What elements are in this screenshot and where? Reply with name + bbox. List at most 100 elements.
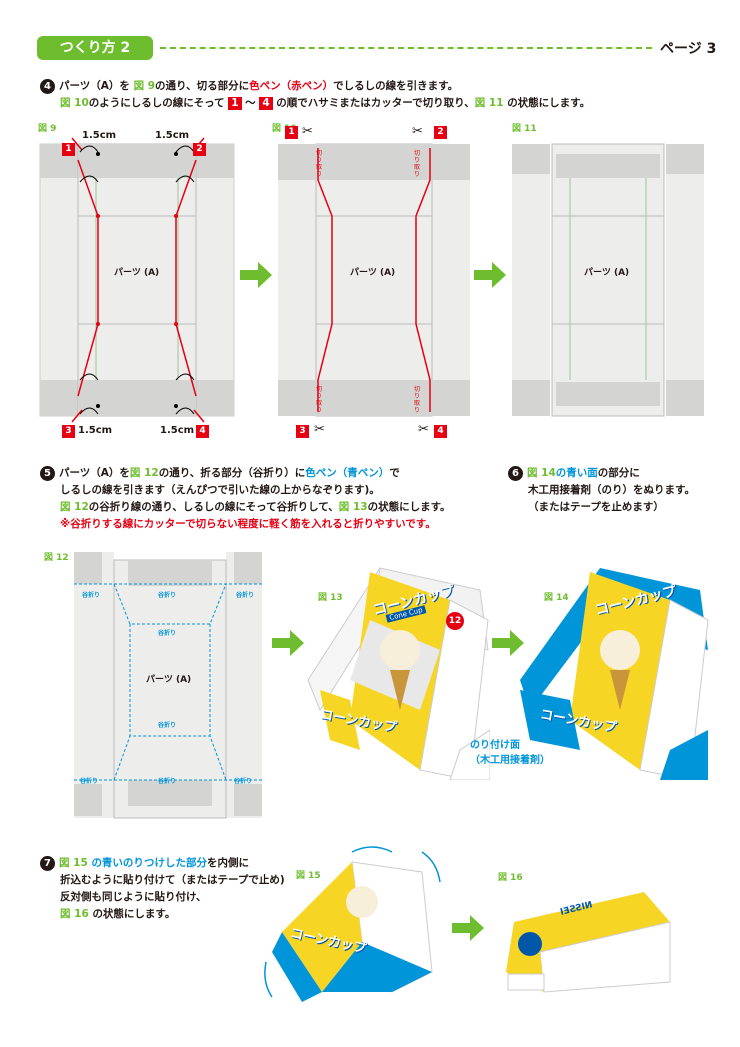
valley-fold-label: 谷折り [158,592,177,599]
next-arrow-icon [240,262,272,288]
text: の状態にします。 [507,97,591,109]
fig10-label: 図 10 [272,124,297,134]
valley-fold-label: 谷折り [158,630,177,637]
page-number: ページ 3 [660,41,717,57]
next-arrow-icon [492,630,524,656]
fig-ref: 図 15 [59,857,88,869]
cut-step-3: 3 [62,425,75,438]
step-number: 5 [40,465,55,481]
measure-label: 1.5cm [155,130,190,141]
scissors-icon: ✂ [412,124,423,139]
cut-step-1: 1 [62,143,75,156]
step5-line3: 図 12の谷折り線の通り、しるしの線にそって谷折りして、図 13の状態にします。 [40,499,470,516]
cut-step-2: 2 [434,126,447,139]
fig15-label: 図 15 [296,871,321,881]
fig11-label: 図 11 [512,124,537,134]
text: の状態にします。 [367,501,451,513]
fig16-box-image [506,892,671,993]
valley-fold-label: 谷折り [80,778,99,785]
fig12-drawing [74,552,262,819]
fig-ref: 図 9 [133,80,156,92]
text: パーツ（A）を [59,467,130,479]
fig-ref: 図 12 [129,467,159,479]
fig-ref: 図 12 [60,501,89,513]
step6-line2: 木工用接着剤（のり）をぬります。 [528,484,695,496]
valley-fold-label: 谷折り [82,592,101,599]
num-box: 1 [228,97,242,110]
glue-surface-label: のり付け面 （木工用接着剤） [470,738,550,768]
fig9-drawing [39,137,235,423]
text: 〜 [245,97,256,109]
step-number: 6 [508,465,523,481]
step7-instructions: 7 図 15 の青いのりつけした部分を内側に 折込むように貼り付けて（またはテープ… [40,855,310,923]
cut-note: 切り取り [414,150,421,178]
scissors-icon: ✂ [302,124,313,139]
fig9-label: 図 9 [38,124,57,134]
step5-line1: 5 パーツ（A）を図 12の通り、折る部分（谷折り）に色ペン（青ペン）で [40,465,470,482]
text: でしるしの線を引きます。 [333,80,459,92]
measure-label: 1.5cm [160,425,195,436]
text: の谷折り線の通り、しるしの線にそって谷折りして、 [88,501,339,513]
part-label: パーツ (A) [350,268,396,278]
fig10-drawing [278,143,470,417]
cut-step-1: 1 [285,126,298,139]
cut-note: 切り取り [414,386,421,414]
text: のようにしるしの線にそって [88,97,225,109]
fig11-drawing [512,143,704,417]
cut-step-4: 4 [196,425,209,438]
text: の通り、切る部分に [155,80,250,92]
valley-fold-label: 谷折り [236,592,255,599]
blue-pen-text: 色ペン（青ペン） [305,467,390,479]
blue-text: の青いのりつけした部分 [91,857,208,869]
fig-ref: 図 13 [338,501,368,513]
fig13-label: 図 13 [318,593,343,603]
fig13-box-image [307,567,490,780]
glue-label-line2: （木工用接着剤） [470,755,550,766]
header-divider [160,47,652,49]
section-tab: つくり方 2 [37,36,153,60]
blue-text: の青い面 [555,467,598,479]
valley-fold-label: 谷折り [158,722,177,729]
count-badge: 12 [446,612,464,630]
cut-note: 切り取り [316,150,323,178]
valley-fold-label: 谷折り [158,778,177,785]
text: の通り、折る部分（谷折り）に [158,467,306,479]
step7-line4: 図 16 の状態にします。 [40,906,310,923]
step7-line1: 7 図 15 の青いのりつけした部分を内側に [40,855,310,872]
measure-label: 1.5cm [78,425,113,436]
valley-fold-label: 谷折り [234,778,253,785]
fig-ref: 図 14 [527,467,556,479]
cut-step-4: 4 [434,425,447,438]
step5-note: ※谷折りする線にカッターで切らない程度に軽く筋を入れると折りやすいです。 [60,518,436,530]
fig12-label: 図 12 [44,553,69,563]
step5-line2: しるしの線を引きます（えんぴつで引いた線の上からなぞります)。 [60,484,380,496]
step-number: 7 [40,855,55,871]
next-arrow-icon [452,915,484,941]
text: で [389,467,400,479]
fig-ref: 図 10 [60,97,89,109]
scissors-icon: ✂ [314,422,325,437]
step-number: 4 [40,78,55,94]
fig16-label: 図 16 [498,873,523,883]
text: を内側に [207,857,250,869]
step7-line2: 折込むように貼り付けて（またはテープで止め) [60,874,285,886]
fig-ref: 図 16 [60,908,89,920]
glue-label-line1: のり付け面 [470,740,520,751]
measure-label: 1.5cm [82,130,117,141]
text: パーツ（A）を [59,80,130,92]
text: の状態にします。 [92,908,176,920]
step7-line3: 反対側も同じように貼り付け、 [60,891,207,903]
fig14-box-image [520,568,709,780]
text: の順でハサミまたはカッターで切り取り、 [276,97,475,109]
num-box: 4 [259,97,273,110]
next-arrow-icon [272,630,304,656]
step4-line2: 図 10のようにしるしの線にそって 1 〜 4 の順でハサミまたはカッターで切り… [40,95,700,112]
fig15-box-image [264,846,441,1002]
next-arrow-icon [474,262,506,288]
scissors-icon: ✂ [418,422,429,437]
